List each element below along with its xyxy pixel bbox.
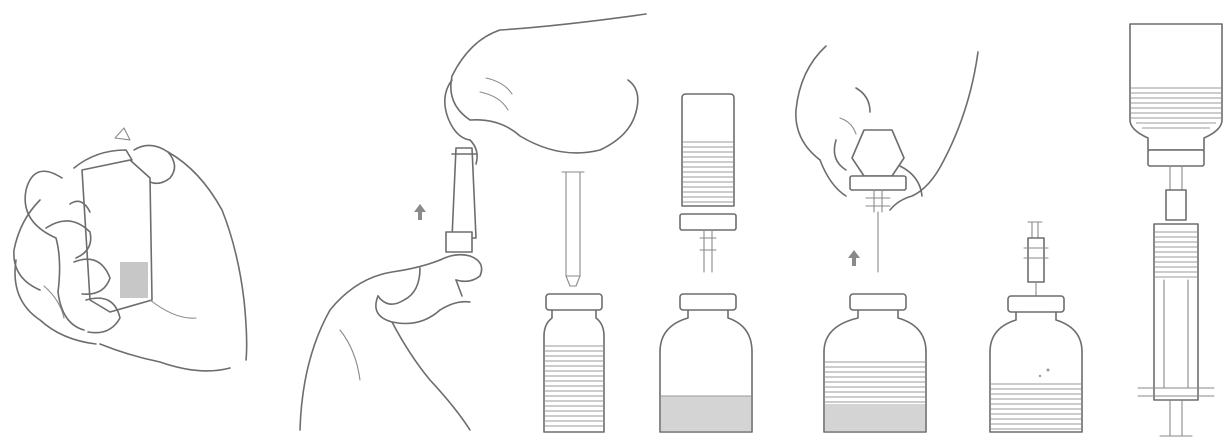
step-3-syringe-on-vial bbox=[544, 172, 604, 432]
hand-inverted-vial-icon bbox=[796, 46, 978, 432]
step-7-syringe-withdraw bbox=[1130, 24, 1222, 436]
syringe-withdraw-icon bbox=[1130, 24, 1222, 436]
vial-liquid-fill bbox=[661, 396, 751, 431]
step-2-hands-transfer-device bbox=[300, 14, 646, 430]
step-4-inverted-vial-on-vial bbox=[660, 94, 752, 432]
vial-liquid-hatch bbox=[545, 346, 603, 426]
step-6-syringe-in-vial bbox=[990, 222, 1082, 432]
syringe-in-vial-icon bbox=[990, 222, 1082, 432]
hands-transfer-device-icon bbox=[300, 14, 646, 430]
step-1-hand-flip-cap bbox=[14, 128, 247, 371]
hand-flip-cap-icon bbox=[14, 128, 247, 371]
inverted-vial-on-vial-icon bbox=[660, 94, 752, 432]
step-5-hand-inverted-vial bbox=[796, 46, 978, 432]
syringe-on-vial-icon bbox=[544, 172, 604, 432]
